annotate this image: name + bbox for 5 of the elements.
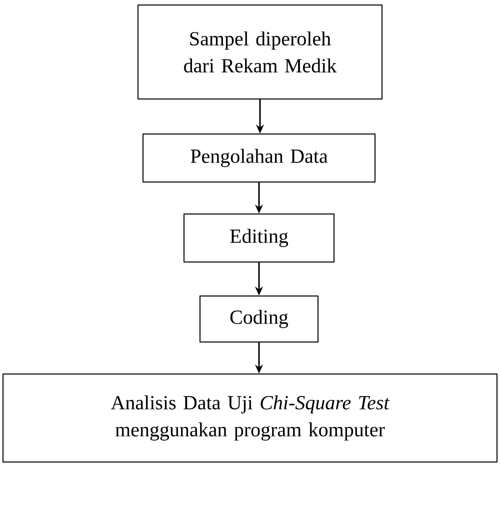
process-box: Editing bbox=[184, 214, 334, 262]
process-box: Pengolahan Data bbox=[142, 134, 376, 182]
process-box: Coding bbox=[200, 296, 318, 342]
process-box: Analisis Data Uji Chi-Square Test menggunakan program komputer bbox=[2, 374, 498, 462]
process-box: Sampel diperoleh dari Rekam Medik bbox=[138, 4, 382, 100]
